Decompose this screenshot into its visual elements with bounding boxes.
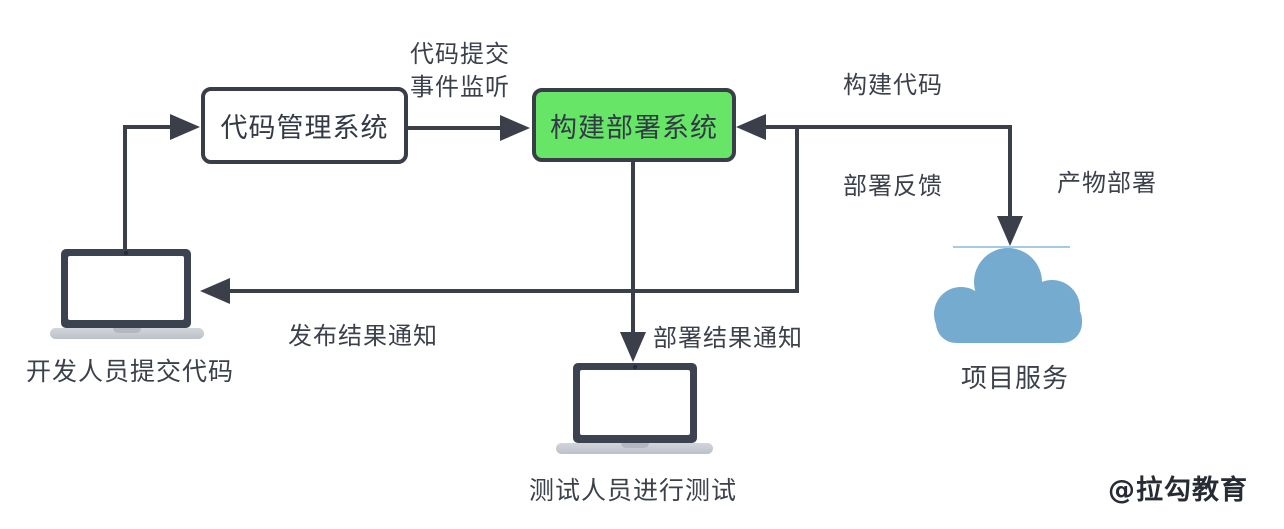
edge-label-commit-event-line2: 事件监听 xyxy=(410,73,510,101)
arrowhead-into-developer-laptop xyxy=(200,278,230,304)
cloud-icon xyxy=(934,246,1082,343)
developer-laptop-screen xyxy=(68,256,184,320)
connector-developer-to-codemgmt-vertical xyxy=(123,125,127,252)
connector-feedback-vertical xyxy=(795,125,799,293)
connector-builddeploy-to-tester xyxy=(631,160,635,334)
node-code-management-label: 代码管理系统 xyxy=(220,113,389,144)
tester-laptop-icon xyxy=(573,363,697,443)
connector-cloud-vertical xyxy=(1008,125,1012,218)
arrowhead-into-builddeploy xyxy=(500,115,530,141)
caption-developer: 开发人员提交代码 xyxy=(26,357,235,386)
edge-label-deploy-feedback: 部署反馈 xyxy=(843,172,943,200)
connector-codemgmt-to-builddeploy xyxy=(407,126,502,130)
edge-label-deploy-result: 部署结果通知 xyxy=(653,324,803,352)
developer-laptop-camera-dot xyxy=(124,251,128,255)
tester-laptop-base xyxy=(556,443,713,454)
caption-project-service: 项目服务 xyxy=(961,364,1070,394)
node-build-deploy-label: 构建部署系统 xyxy=(550,112,718,144)
developer-laptop-icon xyxy=(61,249,191,328)
connector-builddeploy-cloud-horizontal xyxy=(766,125,1012,129)
connector-feedback-horizontal xyxy=(230,289,799,293)
edge-label-artifact-deploy: 产物部署 xyxy=(1057,169,1157,197)
edge-label-commit-event: 代码提交 事件监听 xyxy=(410,38,510,104)
tester-laptop-screen xyxy=(580,370,690,435)
watermark-text: @拉勾教育 xyxy=(1108,475,1248,506)
edge-label-release-notice: 发布结果通知 xyxy=(288,322,438,350)
edge-label-build-code: 构建代码 xyxy=(843,71,943,99)
arrowhead-into-builddeploy-right xyxy=(736,114,766,140)
arrowhead-into-codemgmt xyxy=(170,114,200,140)
developer-laptop-base xyxy=(50,328,204,339)
connector-developer-to-codemgmt-horizontal xyxy=(123,125,172,129)
tester-laptop-notch xyxy=(620,443,649,448)
node-build-deploy-system: 构建部署系统 xyxy=(532,88,736,162)
caption-tester: 测试人员进行测试 xyxy=(529,476,738,505)
edge-label-commit-event-line1: 代码提交 xyxy=(410,40,510,68)
arrowhead-into-tester-laptop xyxy=(620,332,646,362)
arrowhead-into-cloud xyxy=(997,216,1023,246)
node-code-management-system: 代码管理系统 xyxy=(201,87,408,164)
developer-laptop-notch xyxy=(113,328,141,333)
tester-laptop-camera-dot xyxy=(633,365,637,369)
